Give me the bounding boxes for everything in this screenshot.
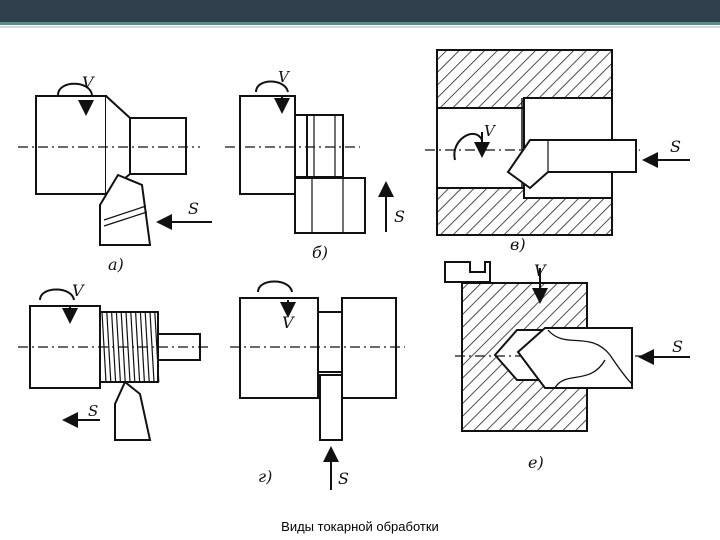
panel-e-v: V — [534, 261, 547, 280]
turning-operations-figure: а) V S б) V S в) V S г) V S V S е) V S — [18, 49, 690, 490]
panel-g — [18, 288, 210, 441]
panel-v-v: V — [484, 122, 497, 140]
panel-g-label: г) — [258, 467, 272, 486]
panel-a-s: S — [188, 199, 199, 218]
panel-g-v: V — [72, 281, 85, 300]
panel-d-s: S — [338, 469, 349, 488]
panel-b — [225, 80, 394, 234]
panel-b-s: S — [394, 207, 405, 226]
panel-e-label: е) — [528, 453, 544, 472]
panel-d — [230, 280, 405, 490]
panel-d-v: V — [282, 313, 295, 332]
panel-v-s: S — [670, 137, 681, 156]
panel-g-s: S — [88, 402, 98, 420]
slide-header-bar — [0, 0, 720, 28]
panel-a-v: V — [82, 73, 95, 92]
figure-caption: Виды токарной обработки — [281, 519, 439, 534]
panel-b-v: V — [278, 68, 291, 86]
panel-e — [444, 261, 690, 432]
panel-v — [425, 49, 690, 236]
panel-labels: а) V S б) V S в) V S г) V S V S е) V S — [72, 68, 683, 488]
panel-v-label: в) — [510, 235, 526, 254]
panel-a — [18, 82, 212, 246]
panel-e-s: S — [672, 337, 683, 356]
panel-b-label: б) — [312, 243, 328, 262]
thread-lines — [101, 311, 160, 383]
panel-a-label: а) — [108, 255, 124, 274]
